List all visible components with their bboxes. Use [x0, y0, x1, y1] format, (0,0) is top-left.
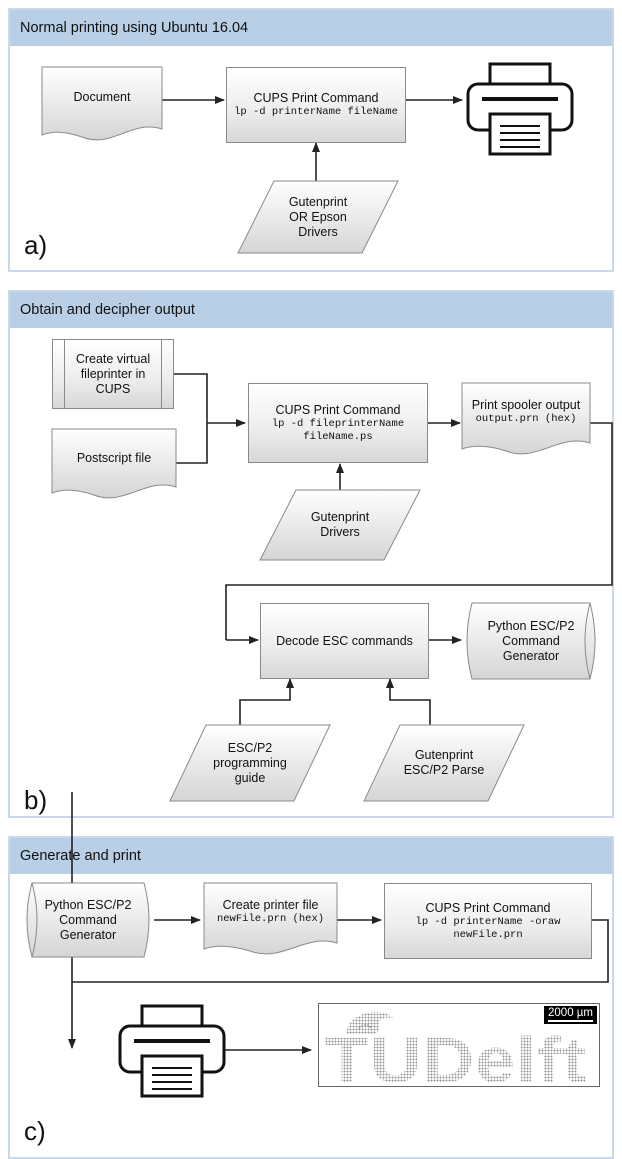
- printed-result-micrograph: TUDelft 2000 µm: [318, 1003, 600, 1087]
- panel-a-header: Normal printing using Ubuntu 16.04: [10, 10, 612, 46]
- line-spooler-route: [225, 422, 613, 640]
- parse-line2: ESC/P2 Parse: [403, 763, 485, 777]
- cups-title-a: CUPS Print Command: [253, 91, 379, 105]
- drivers-a-line3: Drivers: [298, 224, 338, 239]
- guide-line1: ESC/P2: [227, 740, 273, 755]
- postscript-label: Postscript file: [76, 450, 152, 465]
- drivers-b-line1: Gutenprint: [310, 510, 370, 524]
- cups-command-node-c: CUPS Print Command lp -d printerName -or…: [384, 883, 592, 959]
- document-label: Document: [73, 89, 131, 104]
- printer-icon: [464, 62, 576, 158]
- cups-command-node-b: CUPS Print Command lp -d fileprinterName…: [248, 383, 428, 463]
- scale-bar-label: 2000 µm: [548, 1007, 593, 1019]
- line-cups-route: [71, 792, 609, 1000]
- guide-line3: guide: [234, 770, 266, 785]
- arrow-guide-to-decode: [239, 678, 294, 725]
- panel-b-header: Obtain and decipher output: [10, 292, 612, 328]
- generator-b-line3: Generator: [502, 648, 560, 663]
- micrograph-text: TUDelft: [325, 1024, 587, 1087]
- create-file-node: Create printer file newFile.prn (hex): [203, 882, 338, 959]
- panel-c-letter: c): [24, 1116, 46, 1146]
- cups-command-node-a: CUPS Print Command lp -d printerName fil…: [226, 67, 406, 143]
- virtual-line2: fileprinter in: [80, 366, 146, 381]
- virtual-line3: CUPS: [95, 381, 131, 396]
- cups-cmd-a: lp -d printerName fileName: [234, 106, 398, 118]
- parse-line1: Gutenprint: [414, 748, 474, 762]
- printer-icon: [116, 1004, 228, 1100]
- line-virtual: [174, 373, 208, 423]
- dotted-logo-image: TUDelft: [325, 1011, 587, 1087]
- panel-b-letter: b): [24, 785, 48, 815]
- cups-cmd-b-line1: lp -d fileprinterName: [271, 417, 405, 430]
- generator-c-line3: Generator: [59, 927, 117, 942]
- decode-label: Decode ESC commands: [276, 633, 413, 648]
- spooler-cmd: output.prn (hex): [475, 413, 577, 425]
- virtual-line1: Create virtual: [75, 351, 151, 366]
- spooler-node: Print spooler output output.prn (hex): [461, 382, 591, 459]
- create-cmd: newFile.prn (hex): [216, 913, 325, 925]
- cups-title-b: CUPS Print Command: [275, 402, 401, 417]
- cups-title-c: CUPS Print Command: [425, 900, 551, 915]
- arrow-parse-to-decode: [386, 678, 431, 725]
- generator-c-line1: Python ESC/P2: [44, 897, 132, 912]
- drivers-node-a: Gutenprint OR Epson Drivers: [237, 180, 399, 254]
- virtual-printer-node: Create virtual fileprinter in CUPS: [52, 339, 174, 409]
- parse-node: Gutenprint ESC/P2 Parse: [363, 724, 525, 802]
- line-postscript: [176, 423, 208, 464]
- generator-b-line2: Command: [502, 633, 560, 648]
- scale-bar: 2000 µm: [544, 1006, 597, 1024]
- generator-c-line2: Command: [59, 912, 117, 927]
- drivers-node-b: Gutenprint Drivers: [259, 489, 421, 561]
- generator-b-line1: Python ESC/P2: [487, 618, 575, 633]
- drivers-b-line2: Drivers: [320, 525, 360, 539]
- drivers-a-line1: Gutenprint: [288, 194, 348, 209]
- panel-a-letter: a): [24, 230, 48, 260]
- decode-node: Decode ESC commands: [260, 603, 429, 679]
- panel-c-header: Generate and print: [10, 838, 612, 874]
- cups-cmd-b-line2: fileName.ps: [303, 430, 373, 443]
- cups-cmd-c: lp -d printerName -oraw newFile.prn: [415, 915, 561, 941]
- drivers-a-line2: OR Epson: [289, 209, 347, 224]
- generator-node-b: Python ESC/P2 Command Generator: [462, 602, 600, 680]
- guide-node: ESC/P2 programming guide: [169, 724, 331, 802]
- document-node: Document: [41, 66, 163, 143]
- generator-node-c: Python ESC/P2 Command Generator: [22, 882, 154, 958]
- create-title: Create printer file: [222, 898, 319, 912]
- guide-line2: programming: [213, 755, 287, 770]
- spooler-title: Print spooler output: [471, 398, 581, 412]
- postscript-node: Postscript file: [51, 428, 177, 501]
